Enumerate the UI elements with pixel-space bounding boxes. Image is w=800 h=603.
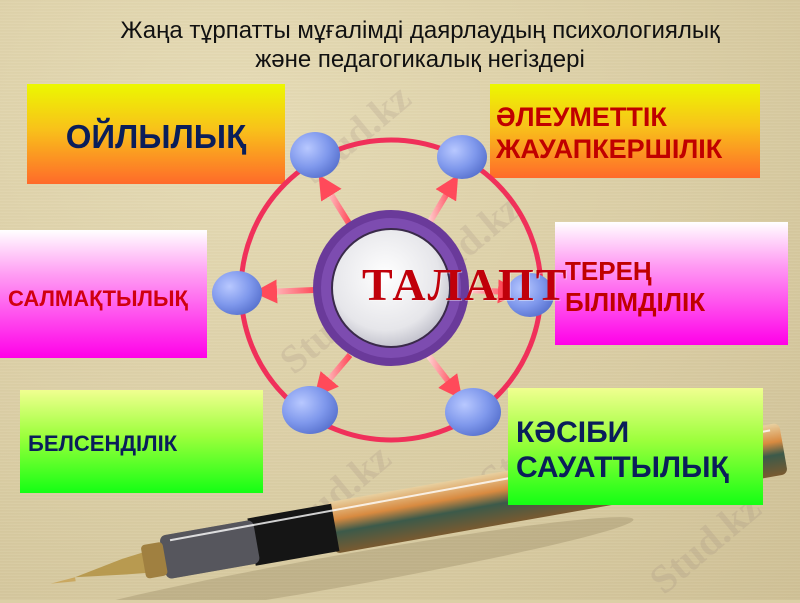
quality-label: БЕЛСЕНДІЛІК	[28, 430, 178, 456]
quality-box-oilylyk: ОЙЛЫЛЫҚ	[27, 84, 285, 184]
quality-box-belsendilik: БЕЛСЕНДІЛІК	[20, 390, 263, 493]
quality-label: ОЙЛЫЛЫҚ	[65, 118, 247, 155]
quality-box-kasibi-sauattylyq: КӘСІБИ САУАТТЫЛЫҚ	[508, 388, 763, 505]
quality-label: САЛМАҚТЫЛЫҚ	[8, 286, 188, 311]
title-line-1: Жаңа тұрпатты мұғалімді даярлаудың психо…	[120, 17, 720, 44]
quality-box-salmaqtylyk: САЛМАҚТЫЛЫҚ	[0, 230, 207, 358]
quality-box-aleumettik: ӘЛЕУМЕТТІК ЖАУАПКЕРШІЛІК	[490, 84, 760, 178]
quality-label-line-1: КӘСІБИ	[516, 415, 630, 449]
quality-label-line-1: ТЕРЕҢ	[565, 255, 652, 286]
quality-label-line-2: САУАТТЫЛЫҚ	[516, 450, 729, 484]
quality-label-line-2: БІЛІМДІЛІК	[565, 286, 706, 317]
quality-box-teren-bilimdilik: ТЕРЕҢ БІЛІМДІЛІК	[555, 222, 788, 345]
title-line-2: және педагогикалық негіздері	[255, 46, 585, 73]
slide-title: Жаңа тұрпатты мұғалімді даярлаудың психо…	[40, 16, 800, 74]
quality-label-line-2: ЖАУАПКЕРШІЛІК	[496, 134, 723, 164]
center-label: ТАЛАПТ	[362, 259, 569, 310]
quality-label-line-1: ӘЛЕУМЕТТІК	[496, 102, 667, 132]
